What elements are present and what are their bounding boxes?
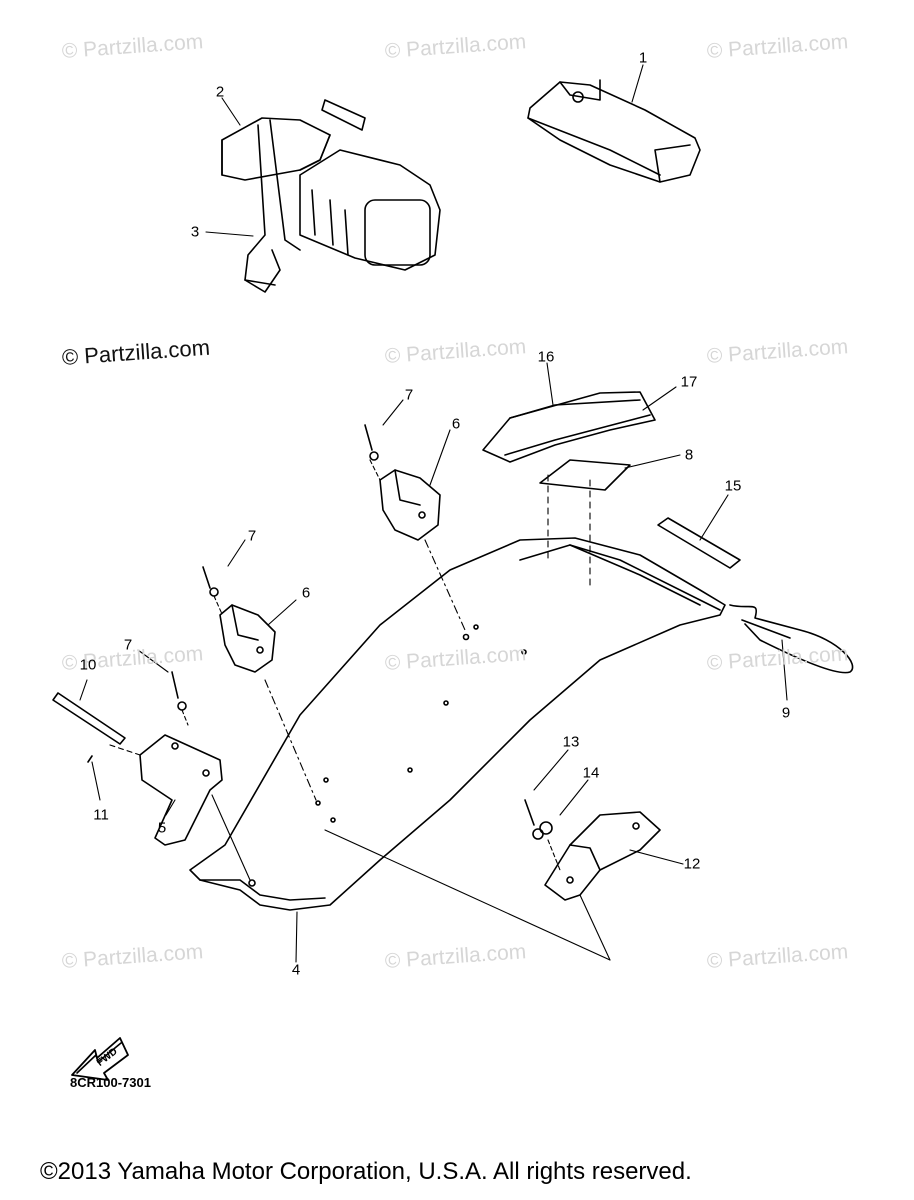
storage-box-part <box>221 99 441 293</box>
part-label-14: 14 <box>582 764 600 782</box>
bracket-12-part <box>524 799 661 901</box>
copyright-notice: ©2013 Yamaha Motor Corporation, U.S.A. A… <box>40 1158 692 1185</box>
part-label-4: 4 <box>291 961 301 979</box>
part-label-1: 1 <box>638 49 648 67</box>
bracket-part <box>139 734 223 846</box>
part-label-10: 10 <box>79 656 97 674</box>
bolt-part <box>52 692 126 763</box>
rear-fender-part <box>189 537 726 911</box>
tool-bag-part <box>527 79 701 183</box>
bracket-6a-part <box>379 469 441 541</box>
part-label-11: 11 <box>93 806 109 824</box>
diagram-code: 8CR100-7301 <box>70 1075 151 1090</box>
part-label-15: 15 <box>724 477 742 495</box>
decal-8-part <box>539 459 631 491</box>
part-label-2: 2 <box>215 83 225 101</box>
part-label-9: 9 <box>781 704 791 722</box>
part-label-16: 16 <box>537 348 555 366</box>
part-label-7: 7 <box>404 386 414 404</box>
part-label-7: 7 <box>247 527 257 545</box>
part-label-8: 8 <box>684 446 694 464</box>
leader-lines <box>79 64 788 963</box>
part-label-6: 6 <box>451 415 461 433</box>
fwd-badge-label: FWD <box>95 1046 120 1069</box>
part-label-13: 13 <box>562 733 580 751</box>
part-label-17: 17 <box>680 373 698 391</box>
bracket-6b-part <box>219 604 276 673</box>
seat-panel-part <box>482 391 656 463</box>
part-label-3: 3 <box>190 223 200 241</box>
part-label-7: 7 <box>123 636 133 654</box>
part-label-6: 6 <box>301 584 311 602</box>
grab-rail-part <box>729 604 854 674</box>
fwd-arrow-icon <box>71 1037 129 1081</box>
part-label-5: 5 <box>157 819 167 837</box>
screw-part <box>171 424 379 711</box>
part-label-12: 12 <box>683 855 701 873</box>
rod-part <box>657 517 741 569</box>
